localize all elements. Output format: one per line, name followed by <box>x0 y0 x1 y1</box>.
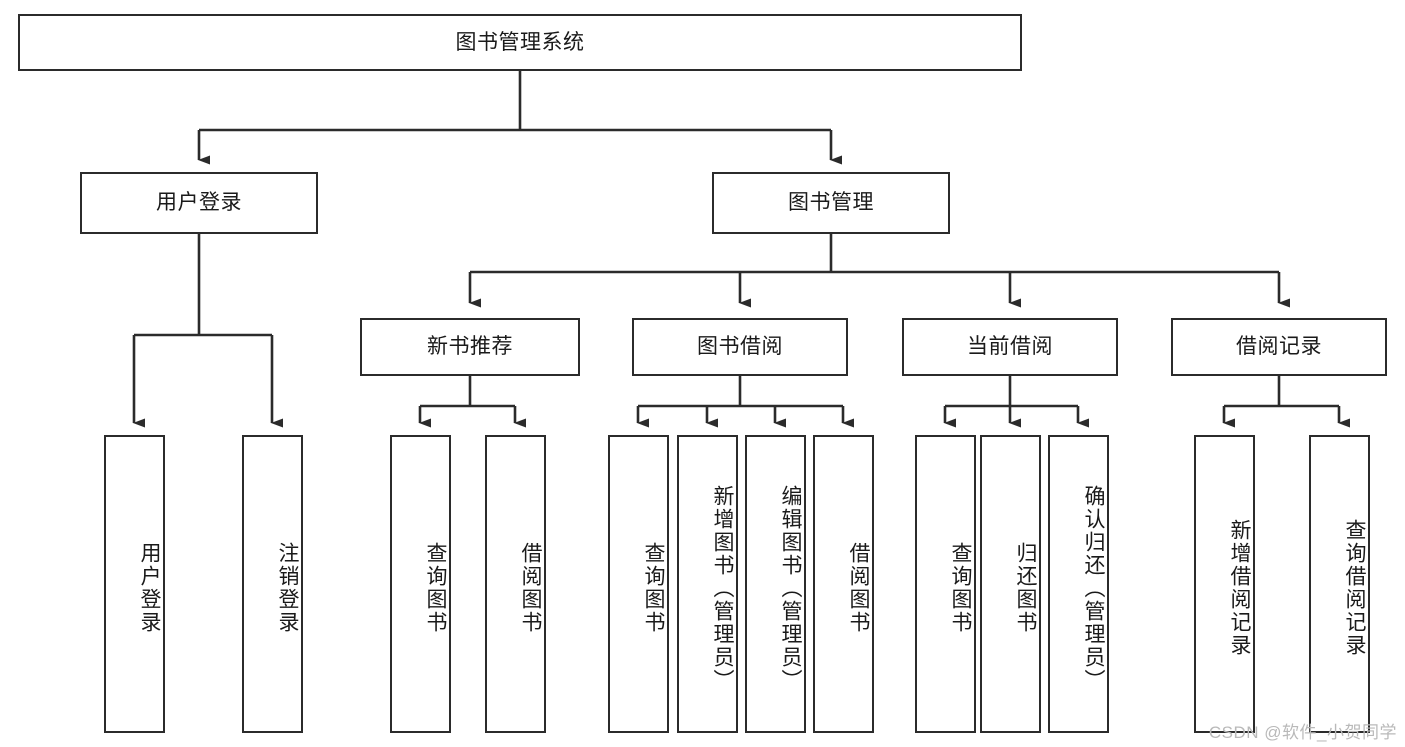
node-label: 归还图书 <box>1014 542 1037 634</box>
node-borrow-record[interactable]: 借阅记录 <box>1171 318 1387 376</box>
node-current-borrow[interactable]: 当前借阅 <box>902 318 1118 376</box>
node-label: 当前借阅 <box>967 335 1053 359</box>
node-label: 图书借阅 <box>697 335 783 359</box>
leaf-borrow-borrow-book[interactable]: 借阅图书 <box>813 435 874 733</box>
node-label: 编辑图书（管理员） <box>779 484 802 692</box>
node-user-login[interactable]: 用户登录 <box>80 172 318 234</box>
node-label: 用户登录 <box>156 191 242 215</box>
node-label: 用户登录 <box>138 542 161 634</box>
node-label: 查询借阅记录 <box>1343 519 1366 657</box>
node-label: 图书管理系统 <box>455 30 585 54</box>
leaf-current-query-book[interactable]: 查询图书 <box>915 435 976 733</box>
leaf-current-confirm-return-admin[interactable]: 确认归还（管理员） <box>1048 435 1109 733</box>
node-label: 新增图书（管理员） <box>711 484 734 692</box>
watermark-text: CSDN @软件_小贺同学 <box>1208 723 1397 742</box>
leaf-record-add-record[interactable]: 新增借阅记录 <box>1194 435 1255 733</box>
node-label: 查询图书 <box>642 542 665 634</box>
node-label: 注销登录 <box>276 542 299 634</box>
node-label: 借阅记录 <box>1236 335 1322 359</box>
leaf-current-return-book[interactable]: 归还图书 <box>980 435 1041 733</box>
node-book-management[interactable]: 图书管理 <box>712 172 950 234</box>
node-label: 借阅图书 <box>519 542 542 634</box>
leaf-user-login-logout[interactable]: 注销登录 <box>242 435 303 733</box>
node-root-system[interactable]: 图书管理系统 <box>18 14 1022 71</box>
node-label: 图书管理 <box>788 191 874 215</box>
leaf-borrow-edit-book-admin[interactable]: 编辑图书（管理员） <box>745 435 806 733</box>
leaf-recommend-borrow-book[interactable]: 借阅图书 <box>485 435 546 733</box>
leaf-borrow-add-book-admin[interactable]: 新增图书（管理员） <box>677 435 738 733</box>
node-new-book-recommend[interactable]: 新书推荐 <box>360 318 580 376</box>
node-book-borrow[interactable]: 图书借阅 <box>632 318 848 376</box>
node-label: 新书推荐 <box>427 335 513 359</box>
node-label: 新增借阅记录 <box>1228 519 1251 657</box>
leaf-borrow-query-book[interactable]: 查询图书 <box>608 435 669 733</box>
node-label: 查询图书 <box>949 542 972 634</box>
leaf-recommend-query-book[interactable]: 查询图书 <box>390 435 451 733</box>
leaf-record-query-record[interactable]: 查询借阅记录 <box>1309 435 1370 733</box>
leaf-user-login-login[interactable]: 用户登录 <box>104 435 165 733</box>
node-label: 查询图书 <box>424 542 447 634</box>
node-label: 借阅图书 <box>847 542 870 634</box>
node-label: 确认归还（管理员） <box>1082 484 1105 692</box>
